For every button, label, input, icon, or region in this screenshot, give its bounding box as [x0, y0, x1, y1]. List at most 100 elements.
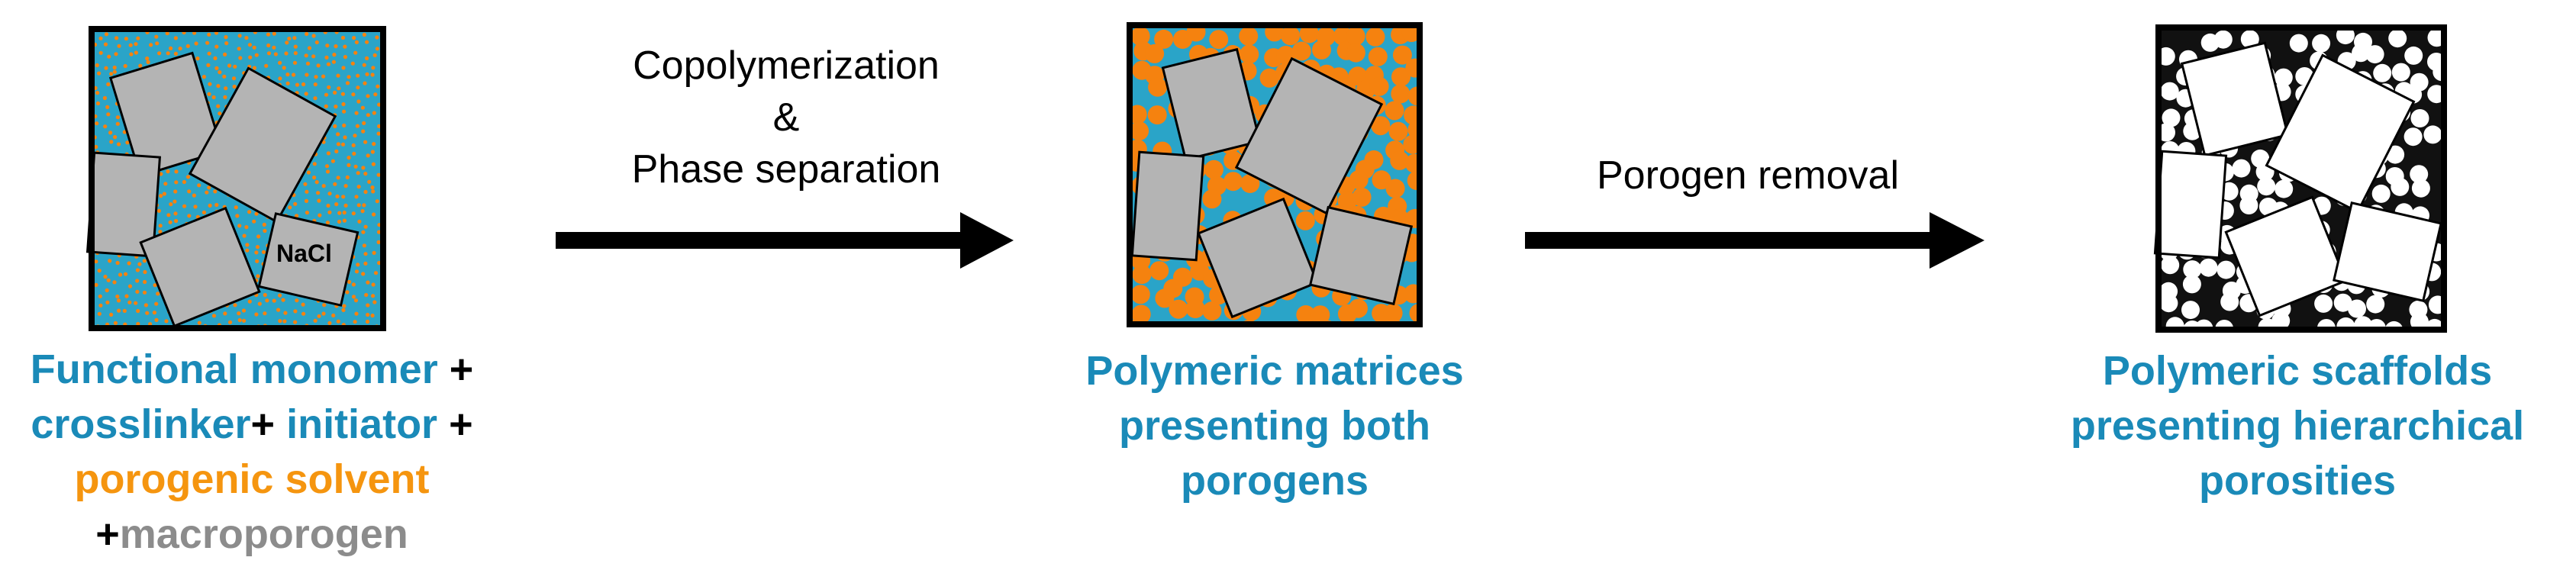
polymer-globule: [1372, 170, 1391, 190]
solvent-droplet: [295, 298, 299, 303]
micropore: [2333, 293, 2352, 312]
solvent-droplet: [142, 290, 147, 295]
solvent-droplet: [264, 63, 269, 68]
micropore: [2373, 63, 2392, 82]
solvent-droplet: [157, 51, 162, 56]
solvent-droplet: [158, 230, 163, 234]
solvent-droplet: [156, 292, 160, 296]
solvent-droplet: [136, 36, 140, 40]
solvent-droplet: [95, 101, 101, 106]
solvent-droplet: [266, 32, 271, 37]
solvent-droplet: [351, 143, 356, 147]
polymer-globule: [1185, 299, 1205, 318]
solvent-droplet: [370, 313, 375, 318]
nacl-crystal: [108, 51, 224, 178]
solvent-droplet: [178, 47, 182, 51]
solvent-droplet: [255, 245, 260, 250]
solvent-droplet: [173, 51, 178, 56]
polymer-globule: [1130, 285, 1150, 304]
micropore: [2410, 109, 2429, 127]
nacl-crystal: [139, 206, 261, 328]
micropore: [2289, 34, 2308, 53]
solvent-droplet: [340, 35, 346, 40]
solvent-droplet: [365, 40, 369, 44]
solvent-droplet: [372, 300, 377, 304]
nacl-crystal: [1234, 56, 1384, 215]
solvent-droplet: [370, 150, 375, 154]
solvent-droplet: [363, 261, 368, 266]
solvent-droplet: [361, 129, 366, 134]
solvent-droplet: [165, 31, 169, 36]
solvent-droplet: [371, 162, 376, 166]
solvent-droplet: [285, 72, 290, 77]
solvent-droplet: [112, 65, 117, 70]
solvent-droplet: [355, 124, 359, 128]
polymer-globule: [1291, 41, 1311, 61]
solvent-droplet: [202, 75, 206, 79]
micropore: [2365, 45, 2384, 64]
solvent-droplet: [375, 35, 379, 40]
solvent-droplet: [361, 230, 366, 234]
solvent-droplet: [312, 176, 317, 180]
solvent-droplet: [372, 250, 376, 255]
solvent-droplet: [254, 250, 259, 255]
solvent-droplet: [159, 194, 163, 198]
caption-2-line2: presenting both: [1119, 403, 1430, 449]
micropore: [2423, 125, 2442, 144]
solvent-droplet: [351, 295, 356, 299]
solvent-droplet: [278, 293, 282, 298]
arrow-1: [556, 212, 1014, 269]
solvent-droplet: [313, 318, 318, 323]
solvent-droplet: [367, 179, 372, 184]
solvent-droplet: [244, 36, 249, 40]
solvent-droplet: [327, 192, 332, 196]
micropore: [2391, 63, 2410, 82]
solvent-droplet: [321, 311, 326, 316]
polymer-globule: [1202, 189, 1222, 209]
solvent-droplet: [237, 47, 241, 51]
polymer-globule: [1145, 43, 1165, 63]
solvent-droplet: [158, 224, 163, 228]
arrow-1-shaft: [556, 232, 968, 249]
polymer-globule: [1296, 305, 1316, 324]
solvent-droplet: [327, 320, 332, 325]
polymer-globule: [1346, 26, 1365, 46]
solvent-droplet: [98, 36, 103, 40]
solvent-droplet: [363, 189, 368, 195]
solvent-droplet: [293, 44, 298, 49]
solvent-droplet: [105, 288, 109, 293]
micropore: [2312, 34, 2331, 53]
panel-1-border: [89, 26, 386, 331]
solvent-droplet: [245, 248, 250, 253]
polymer-globule: [1364, 150, 1384, 169]
solvent-droplet: [305, 211, 309, 215]
solvent-droplet: [148, 322, 153, 327]
polymer-globule: [1405, 208, 1420, 228]
solvent-droplet: [373, 92, 378, 97]
solvent-droplet: [117, 43, 121, 48]
solvent-droplet: [360, 105, 365, 110]
micropore: [2165, 317, 2184, 330]
solvent-droplet: [98, 294, 102, 298]
solvent-droplet: [353, 298, 359, 303]
polymer-globule: [1224, 172, 1243, 192]
solvent-droplet: [127, 300, 132, 304]
solvent-droplet: [109, 312, 114, 317]
solvent-droplet: [252, 66, 256, 70]
solvent-droplet: [362, 32, 366, 37]
solvent-droplet: [102, 95, 107, 101]
solvent-droplet: [364, 292, 369, 298]
macropore: [2224, 195, 2348, 317]
arrow-1-label-line2: &: [772, 95, 800, 140]
polymer-globule: [1204, 159, 1224, 179]
solvent-droplet: [197, 320, 202, 325]
micropore: [2199, 258, 2218, 277]
solvent-droplet: [376, 84, 380, 89]
solvent-droplet: [366, 303, 370, 308]
solvent-droplet: [278, 60, 282, 65]
solvent-droplet: [242, 234, 247, 238]
solvent-droplet: [366, 153, 370, 158]
solvent-droplet: [109, 72, 114, 76]
polymer-globule: [1312, 40, 1331, 60]
solvent-droplet: [341, 195, 346, 199]
